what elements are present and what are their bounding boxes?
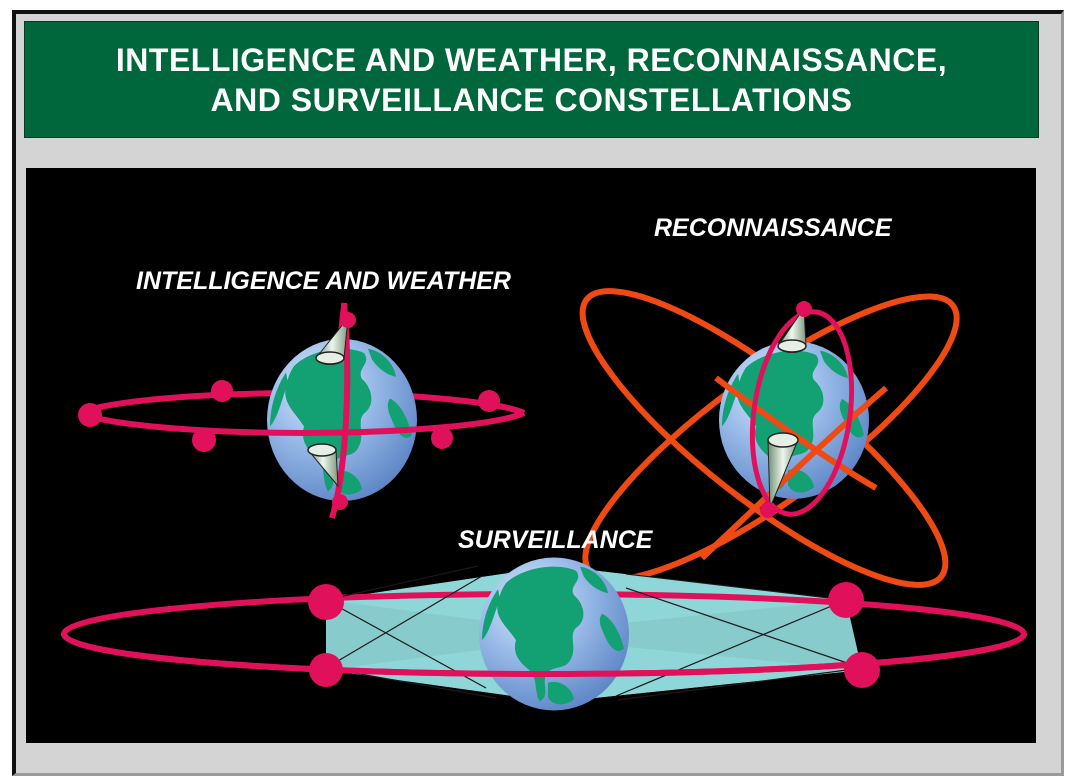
title-line-2: AND SURVEILLANCE CONSTELLATIONS — [210, 81, 853, 118]
recon-sensor-footprint-north — [777, 339, 807, 353]
recon-satellite — [796, 301, 812, 317]
iw-satellite — [211, 380, 233, 402]
reconnaissance-diagram: RECONNAISSANCE — [579, 214, 960, 588]
constellation-diagram: INTELLIGENCE AND WEATHER RECONNAISSANCE — [61, 214, 1027, 711]
iw-satellite — [478, 390, 500, 412]
reconnaissance-label: RECONNAISSANCE — [654, 214, 893, 242]
surveillance-diagram: SURVEILLANCE — [61, 526, 1027, 711]
title-line-1: INTELLIGENCE AND WEATHER, RECONNAISSANCE… — [115, 41, 948, 78]
surveillance-satellite — [844, 652, 880, 688]
iw-sensor-footprint-north — [315, 351, 345, 365]
surveillance-satellite — [828, 582, 864, 618]
surveillance-label: SURVEILLANCE — [458, 526, 654, 554]
geosynchronous-orbit-front — [61, 633, 1027, 677]
recon-orbit-front-b — [714, 375, 878, 491]
iw-satellite — [340, 312, 356, 328]
title-banner: INTELLIGENCE AND WEATHER, RECONNAISSANCE… — [24, 21, 1039, 138]
recon-sensor-footprint-south — [767, 432, 799, 448]
recon-orbit-front-a — [699, 385, 888, 561]
iw-satellite — [192, 428, 216, 452]
iw-satellite — [431, 427, 453, 449]
iw-satellite — [332, 494, 348, 510]
intelligence-weather-label: INTELLIGENCE AND WEATHER — [136, 267, 511, 295]
surveillance-satellite — [308, 584, 344, 620]
surveillance-earth-globe — [479, 557, 629, 711]
iw-satellite — [78, 403, 102, 427]
recon-polar-orbit — [749, 309, 855, 517]
iw-equatorial-orbit-front — [78, 410, 526, 436]
diagram-panel: INTELLIGENCE AND WEATHER RECONNAISSANCE — [26, 168, 1036, 743]
iw-sensor-footprint-south — [307, 443, 337, 457]
intelligence-weather-diagram: INTELLIGENCE AND WEATHER — [78, 267, 526, 519]
recon-satellite — [760, 502, 776, 518]
surveillance-satellite — [309, 653, 343, 687]
